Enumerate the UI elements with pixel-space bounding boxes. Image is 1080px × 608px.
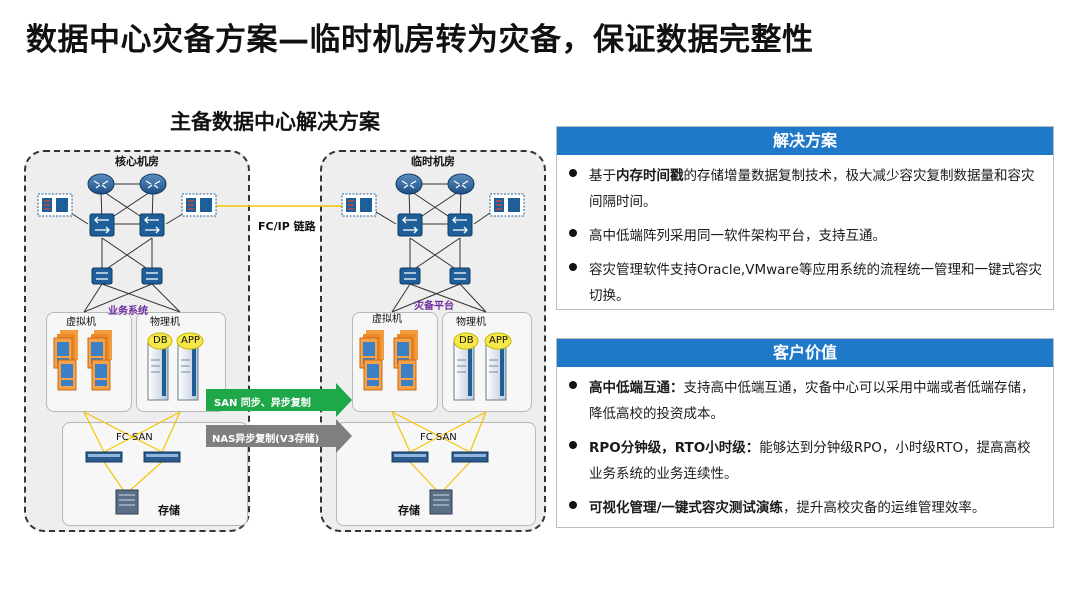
primary-pm-label: 物理机 [150, 317, 180, 328]
customer-value-header: 客户价值 [557, 339, 1053, 367]
customer-value-panel: 客户价值 高中低端互通：支持高中低端互通，灾备中心可以采用中端或者低端存储，降低… [556, 338, 1054, 528]
list-item: RPO分钟级，RTO小时级：能够达到分钟级RPO，小时级RTO，提高高校业务系统… [569, 435, 1043, 487]
bullet-icon [569, 501, 577, 509]
solution-list: 基于内存时间戳的存储增量数据复制技术，极大减少容灾复制数据量和容灾间隔时间。 高… [557, 155, 1053, 323]
backup-db-label: DB [459, 335, 474, 346]
backup-vm-label: 虚拟机 [372, 314, 402, 325]
page-title: 数据中心灾备方案—临时机房转为灾备，保证数据完整性 [26, 22, 814, 58]
list-item: 容灾管理软件支持Oracle,VMware等应用系统的流程统一管理和一键式容灾 … [569, 257, 1043, 309]
backup-datacenter-label: 临时机房 [411, 155, 455, 168]
backup-app-layer-label: 灾备平台 [414, 301, 454, 312]
primary-vm-label: 虚拟机 [66, 317, 96, 328]
backup-vm-group [352, 312, 438, 412]
list-item: 可视化管理/一键式容灾测试演练，提升高校灾备的运维管理效率。 [569, 495, 1043, 521]
primary-app-label: APP [181, 335, 200, 346]
nas-replication-label: NAS异步复制(V3存储) [212, 434, 320, 445]
backup-fc-san-label: FC SAN [420, 432, 457, 443]
primary-app-layer-label: 业务系统 [108, 306, 148, 317]
bullet-icon [569, 441, 577, 449]
bullet-icon [569, 381, 577, 389]
bullet-icon [569, 229, 577, 237]
list-item: 高中低端阵列采用同一软件架构平台，支持互通。 [569, 223, 1043, 249]
customer-value-list: 高中低端互通：支持高中低端互通，灾备中心可以采用中端或者低端存储，降低高校的投资… [557, 367, 1053, 535]
diagram-title: 主备数据中心解决方案 [170, 110, 380, 134]
primary-datacenter-label: 核心机房 [115, 155, 159, 168]
backup-storage-label: 存储 [398, 504, 420, 517]
primary-db-label: DB [153, 335, 168, 346]
solution-panel: 解决方案 基于内存时间戳的存储增量数据复制技术，极大减少容灾复制数据量和容灾间隔… [556, 126, 1054, 310]
san-replication-label: SAN 同步、异步复制 [214, 398, 311, 409]
fc-ip-link-label: FC/IP 链路 [258, 220, 316, 233]
list-item: 高中低端互通：支持高中低端互通，灾备中心可以采用中端或者低端存储，降低高校的投资… [569, 375, 1043, 427]
bullet-icon [569, 263, 577, 271]
primary-fc-san-label: FC SAN [116, 432, 153, 443]
solution-header: 解决方案 [557, 127, 1053, 155]
backup-app-label: APP [489, 335, 508, 346]
list-item: 基于内存时间戳的存储增量数据复制技术，极大减少容灾复制数据量和容灾间隔时间。 [569, 163, 1043, 215]
bullet-icon [569, 169, 577, 177]
backup-pm-label: 物理机 [456, 317, 486, 328]
primary-storage-label: 存储 [158, 504, 180, 517]
